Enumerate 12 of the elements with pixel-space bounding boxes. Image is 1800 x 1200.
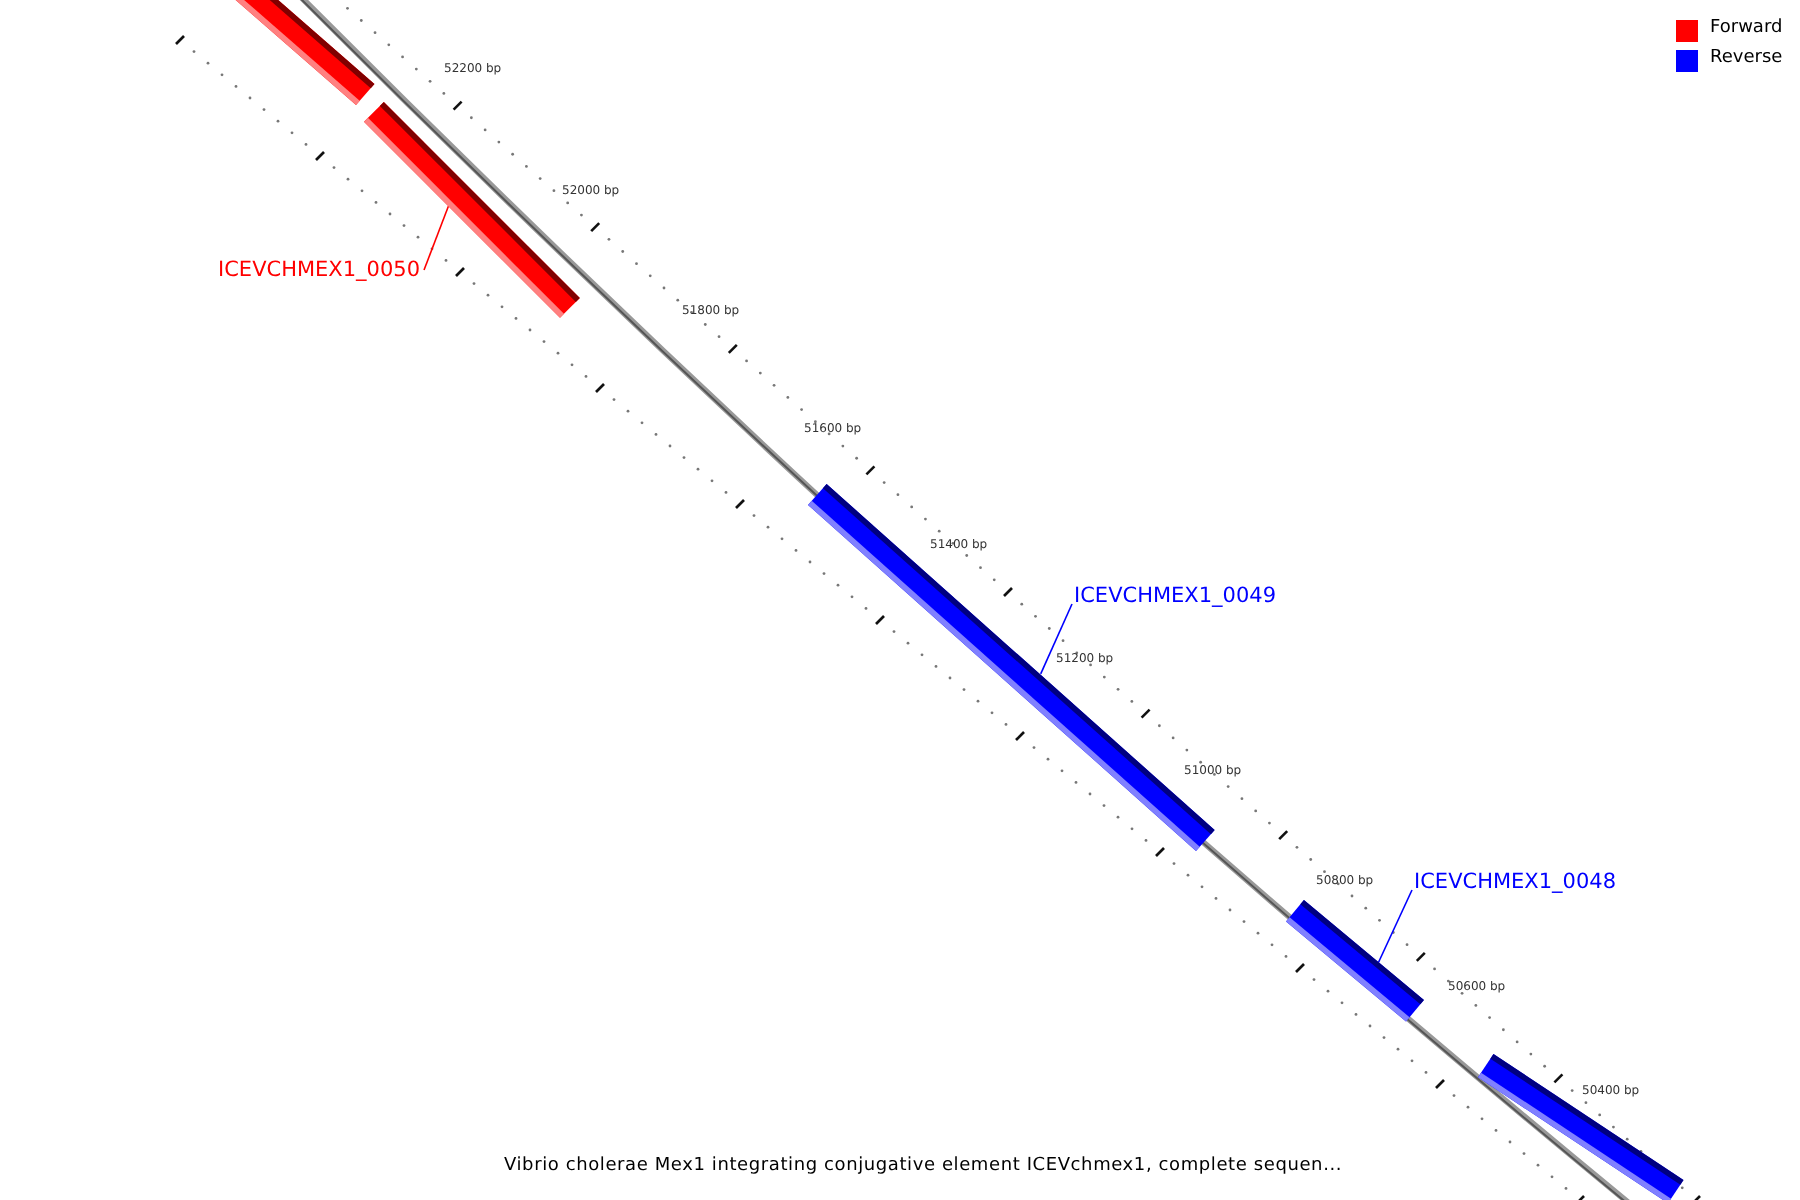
gene-arrow <box>1478 1054 1684 1200</box>
caption: Vibrio cholerae Mex1 integrating conjugative element ICEVchmex1, complete sequen... <box>504 1156 1343 1176</box>
gene-label: ICEVCHMEX1_0048 <box>1414 870 1617 894</box>
leader-line <box>1039 603 1073 675</box>
legend-label: Reverse <box>1710 48 1783 68</box>
gene-label: ICEVCHMEX1_0050 <box>218 258 421 282</box>
gene-label: ICEVCHMEX1_0049 <box>1074 584 1277 608</box>
gene-arrow <box>230 0 376 105</box>
legend-label: Forward <box>1710 18 1783 38</box>
gene-arrow <box>1285 899 1423 1021</box>
leader-line <box>1377 889 1413 964</box>
leader-line <box>423 205 450 271</box>
